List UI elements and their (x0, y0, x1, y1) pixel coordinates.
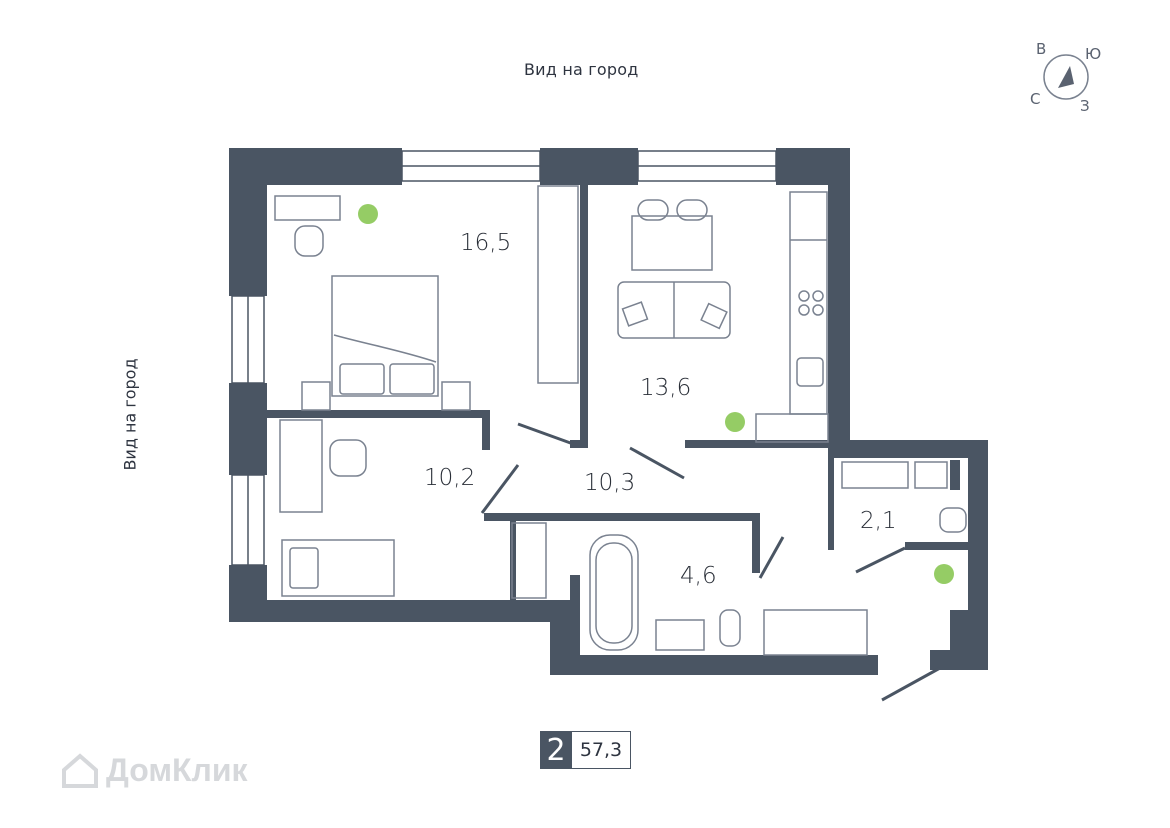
compass-icon (1043, 54, 1089, 100)
compass-label-north: В (1036, 40, 1047, 58)
compass-label-south: З (1080, 97, 1090, 115)
room-area-kids-room: 10,2 (424, 465, 476, 491)
view-label-top: Вид на город (524, 60, 639, 79)
apartment-summary: 2 57,3 (540, 731, 631, 769)
rooms-count: 2 (540, 731, 572, 769)
compass-label-east: Ю (1085, 45, 1102, 63)
room-area-bathroom: 4,6 (680, 563, 717, 589)
compass-label-west: С (1030, 90, 1041, 108)
watermark-brand: ДомКлик (106, 751, 248, 788)
view-label-left: Вид на город (120, 358, 140, 471)
room-area-living-kitchen: 13,6 (640, 375, 692, 401)
plants (358, 204, 954, 584)
furniture (274, 185, 967, 656)
room-area-wc: 2,1 (860, 508, 897, 534)
house-icon (62, 753, 98, 788)
room-area-hall: 10,3 (584, 470, 636, 496)
windows (231, 150, 777, 566)
walls (229, 148, 988, 675)
room-area-bedroom: 16,5 (460, 230, 512, 256)
doors (480, 422, 941, 702)
inner-walls (267, 185, 970, 655)
total-area: 57,3 (572, 731, 631, 769)
watermark: ДомКлик (60, 750, 248, 790)
